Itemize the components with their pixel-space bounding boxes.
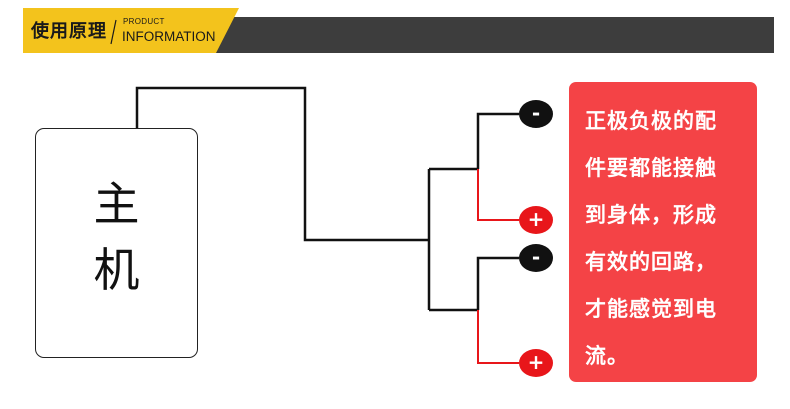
chevron-down-circle-icon[interactable] (0, 0, 20, 20)
header-title-cn: 使用原理 (31, 21, 107, 42)
explanation-line: 有效的回路， (585, 250, 717, 274)
explanation-line: 才能感觉到电 (585, 297, 717, 321)
section-header: 使用原理 PRODUCT INFORMATION (0, 0, 790, 62)
terminal-negative-1: - (519, 100, 553, 128)
header-title-en-small: PRODUCT (123, 17, 165, 26)
terminal-negative-2: - (519, 244, 553, 272)
terminal-positive-1: + (519, 206, 553, 234)
device-label-line2: 机 (93, 243, 140, 297)
explanation-line: 件要都能接触 (585, 156, 717, 180)
header-title-en: INFORMATION (122, 29, 216, 44)
explanation-line: 到身体，形成 (585, 203, 717, 227)
device-label-line1: 主 (93, 177, 140, 231)
header-background (23, 8, 774, 53)
terminal-positive-2: + (519, 349, 553, 377)
explanation-box: 正极负极的配 件要都能接触 到身体，形成 有效的回路， 才能感觉到电 流。 (569, 82, 757, 382)
explanation-line: 流。 (585, 344, 629, 368)
host-device: 主 机 (35, 128, 198, 358)
explanation-line: 正极负极的配 (585, 109, 717, 133)
